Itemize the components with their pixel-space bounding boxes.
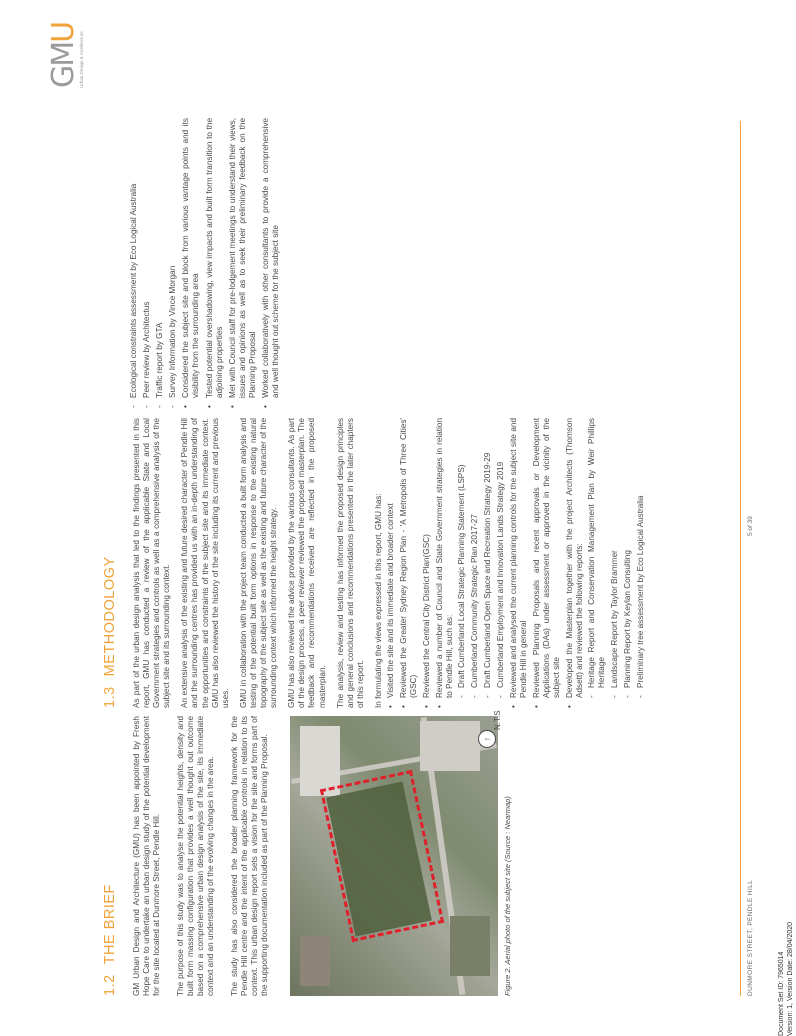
sub-list-item: Survey Information by Vince Morgan	[168, 118, 178, 408]
methodology-body: As part of the urban design analysis tha…	[132, 418, 649, 708]
section-title: THE BRIEF	[102, 884, 118, 965]
methodology-list: Visited the site and its immediate and b…	[386, 418, 646, 708]
aerial-photo	[290, 716, 498, 996]
logo-subtitle: Urban Design & Architecture	[79, 31, 84, 88]
sub-list-item: Traffic report by GTA	[155, 118, 165, 408]
methodology-paragraph: As part of the urban design analysis tha…	[132, 418, 172, 708]
sub-list-item: Peer review by Architectus	[142, 118, 152, 408]
section-number: 1.3	[102, 686, 118, 708]
sub-list: Ecological constraints assessment by Eco…	[129, 118, 178, 408]
list-item: Tested potential overshadowing, view imp…	[205, 118, 225, 408]
document-meta: Document Set ID: 7965014 Version: 1, Ver…	[778, 922, 795, 1036]
section-heading-methodology: 1.3 METHODOLOGY	[102, 556, 118, 708]
methodology-paragraph: GMU in collaboration with the project te…	[238, 418, 279, 708]
brief-paragraph: GM Urban Design and Architecture (GMU) h…	[132, 716, 162, 996]
sub-list-item: Draft Cumberland Local Strategic Plannin…	[457, 418, 467, 698]
list-item-text: Reviewed a number of Council and State G…	[435, 418, 455, 698]
brief-paragraph: The purpose of this study was to analyse…	[176, 716, 216, 996]
sub-list-item: Heritage Report and Conservation Managem…	[587, 418, 607, 698]
list-item: Reviewed Planning Proposals and recent a…	[532, 418, 562, 708]
document-version: Version: 1, Version Date: 28/04/2020	[786, 921, 794, 1036]
list-item: Reviewed and analysed the current planni…	[509, 418, 529, 708]
list-item: Reviewed a number of Council and State G…	[435, 418, 506, 708]
methodology-paragraph: GMU has also reviewed the advice provide…	[287, 418, 327, 708]
section-heading-brief: 1.2 THE BRIEF	[102, 884, 118, 996]
sub-list-item: Draft Cumberland Open Space and Recreati…	[483, 418, 493, 698]
methodology-list: Considered the subject site and block fr…	[181, 118, 281, 408]
methodology-list-continued: Ecological constraints assessment by Eco…	[128, 118, 284, 408]
list-item: Considered the subject site and block fr…	[181, 118, 201, 408]
list-item: Met with Council staff for pre-lodgement…	[228, 118, 258, 408]
sub-list: Heritage Report and Conservation Managem…	[587, 418, 646, 698]
section-title: METHODOLOGY	[102, 556, 118, 677]
sub-list-item: Landscape Report by Taylor Brammer	[610, 418, 620, 698]
sub-list-item: Cumberland Employment and Innovation Lan…	[496, 418, 506, 698]
methodology-paragraph: The analysis, review and testing has inf…	[335, 418, 365, 708]
figure-caption: Figure 2. Aerial photo of the subject si…	[503, 796, 512, 996]
methodology-paragraph: In formulating the views expressed in th…	[373, 493, 383, 708]
sub-list-item: Preliminary tree assessment by Eco Logic…	[636, 418, 646, 698]
gmu-logo: GMU Urban Design & Architecture	[46, 8, 84, 88]
list-item: Worked collaboratively with other consul…	[261, 118, 281, 408]
scale-label: N.T.S	[493, 710, 502, 730]
footer-divider	[740, 121, 741, 996]
sub-list-item: Ecological constraints assessment by Eco…	[129, 118, 139, 408]
sub-list: Draft Cumberland Local Strategic Plannin…	[457, 418, 506, 698]
list-item: Reviewed the Central City District Plan(…	[422, 418, 432, 708]
north-arrow-icon: ↑	[478, 730, 496, 748]
list-item-text: Developed the Masterplan together with t…	[565, 418, 585, 698]
list-item: Developed the Masterplan together with t…	[565, 418, 646, 708]
sub-list-item: Planning Report by Keylan Consulting	[623, 418, 633, 698]
logo-mark: GMU	[46, 22, 81, 88]
site-boundary	[319, 769, 445, 943]
brief-paragraph: The study has also considered the broade…	[230, 716, 270, 996]
section-number: 1.2	[102, 974, 118, 996]
document-set-id: Document Set ID: 7965014	[778, 951, 785, 1036]
page-number: 5 of 39	[747, 516, 754, 536]
methodology-paragraph: An extensive analysis of the existing an…	[180, 418, 230, 708]
list-item: Reviewed the Greater Sydney Region Plan …	[399, 418, 419, 708]
footer-address: DUNMORE STREET, PENDLE HILL	[747, 879, 754, 996]
list-item: Visited the site and its immediate and b…	[386, 418, 396, 708]
sub-list-item: Cumberland Community Strategic Plan 2017…	[470, 418, 480, 698]
